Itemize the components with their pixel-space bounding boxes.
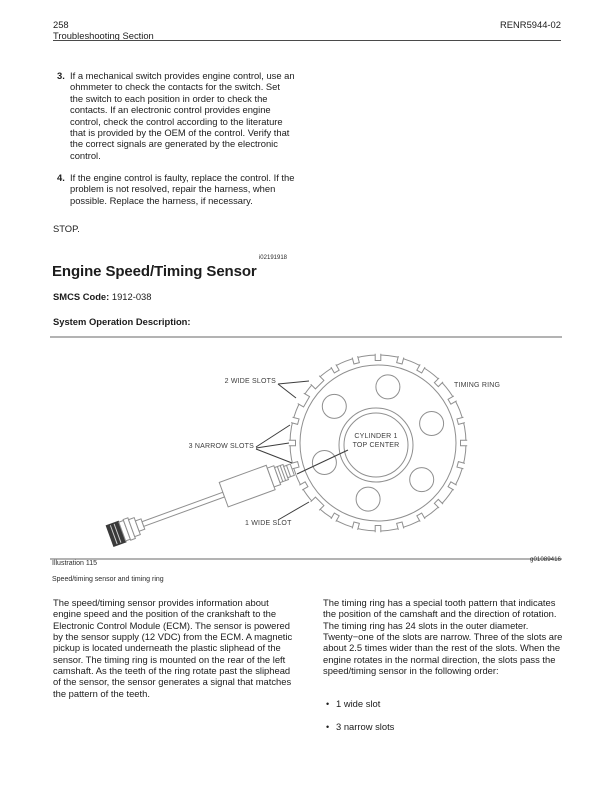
step-item-4: 4. If the engine control is faulty, repl…: [53, 172, 295, 206]
smcs-line: SMCS Code: 1912-038: [53, 291, 151, 302]
section-title: Troubleshooting Section: [53, 30, 154, 41]
bullet-text: 1 wide slot: [336, 698, 381, 709]
illustration-number: Illustration 115: [52, 560, 98, 567]
bullet-item: 1 wide slot: [326, 698, 380, 709]
label-2-wide-slots: 2 WIDE SLOTS: [224, 378, 276, 385]
figure-illustration-115: 2 WIDE SLOTS 3 NARROW SLOTS TIMING RING …: [50, 336, 562, 560]
label-1-wide-slot: 1 WIDE SLOT: [245, 520, 292, 527]
header-rule: [53, 40, 561, 41]
step-item-3: 3. If a mechanical switch provides engin…: [53, 70, 295, 161]
label-3-narrow-slots: 3 NARROW SLOTS: [188, 443, 254, 450]
smcs-value: 1912-038: [111, 291, 152, 302]
illustration-caption: Speed/timing sensor and timing ring: [52, 576, 164, 583]
step-number: 3.: [57, 70, 65, 81]
speed-timing-sensor: [105, 463, 295, 547]
ring-hub: [338, 407, 414, 483]
timing-ring-slots: [286, 351, 470, 535]
system-operation-heading: System Operation Description:: [53, 316, 191, 327]
article-id: i02191918: [258, 255, 287, 261]
body-right-column: The timing ring has a special tooth patt…: [323, 597, 563, 677]
step-text: If a mechanical switch provides engine c…: [70, 70, 295, 161]
ring-holes: [311, 374, 445, 512]
timing-ring-diagram: [105, 351, 470, 547]
label-timing-ring: TIMING RING: [454, 382, 501, 389]
doc-code: RENR5944-02: [500, 19, 561, 30]
stop-label: STOP.: [53, 223, 80, 234]
graphic-code: g01089416: [530, 556, 561, 563]
bullet-item: 3 narrow slots: [326, 721, 394, 732]
page-number: 258: [53, 19, 69, 30]
body-left-column: The speed/timing sensor provides informa…: [53, 597, 293, 699]
bullet-text: 3 narrow slots: [336, 721, 395, 732]
step-text: If the engine control is faulty, replace…: [70, 172, 295, 206]
hub-label-line2: TOP CENTER: [352, 442, 400, 449]
label-cylinder-1-top-center: CYLINDER 1 TOP CENTER: [336, 432, 416, 450]
hub-label-line1: CYLINDER 1: [354, 433, 398, 440]
step-number: 4.: [57, 172, 65, 183]
leader-lines: [255, 380, 349, 521]
page-title: Engine Speed/Timing Sensor: [52, 263, 257, 280]
smcs-label: SMCS Code:: [53, 291, 110, 302]
